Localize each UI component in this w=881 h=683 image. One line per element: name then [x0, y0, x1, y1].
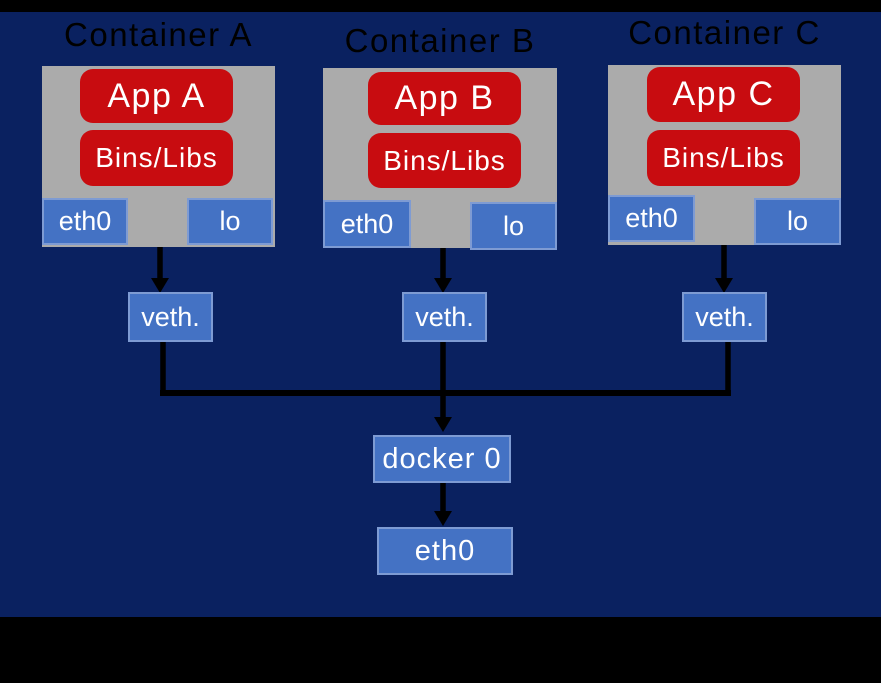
container-a-bins-libs-box: Bins/Libs	[80, 130, 233, 186]
bottom-letterbox-bar	[0, 617, 881, 683]
container-a-app-box: App A	[80, 69, 233, 123]
container-b-app-box: App B	[368, 72, 521, 125]
arrowhead-trunk-to-docker0	[434, 417, 452, 432]
veth-c-node: veth.	[682, 292, 767, 342]
container-c-app-box: App C	[647, 67, 800, 122]
host-eth0-node: eth0	[377, 527, 513, 575]
arrowhead-container-c-to-veth-c	[715, 278, 733, 293]
arrowhead-container-a-to-veth-a	[151, 278, 169, 293]
container-c-lo-node: lo	[754, 198, 841, 245]
container-c-eth0-node: eth0	[608, 195, 695, 242]
container-b-bins-libs-box: Bins/Libs	[368, 133, 521, 188]
docker0-bridge-node: docker 0	[373, 435, 511, 483]
container-c-title: Container C	[628, 14, 821, 51]
container-b-eth0-node: eth0	[323, 200, 411, 248]
container-c-bins-libs-box: Bins/Libs	[647, 130, 800, 186]
container-a-title: Container A	[64, 16, 253, 53]
container-a-eth0-node: eth0	[42, 198, 128, 245]
container-b-lo-node: lo	[470, 202, 557, 250]
container-b-title: Container B	[344, 22, 536, 59]
arrowhead-docker0-to-host-eth0	[434, 511, 452, 526]
veth-a-node: veth.	[128, 292, 213, 342]
veth-b-node: veth.	[402, 292, 487, 342]
top-letterbox-bar	[0, 0, 881, 12]
container-a-lo-node: lo	[187, 198, 273, 245]
arrowhead-container-b-to-veth-b	[434, 278, 452, 293]
